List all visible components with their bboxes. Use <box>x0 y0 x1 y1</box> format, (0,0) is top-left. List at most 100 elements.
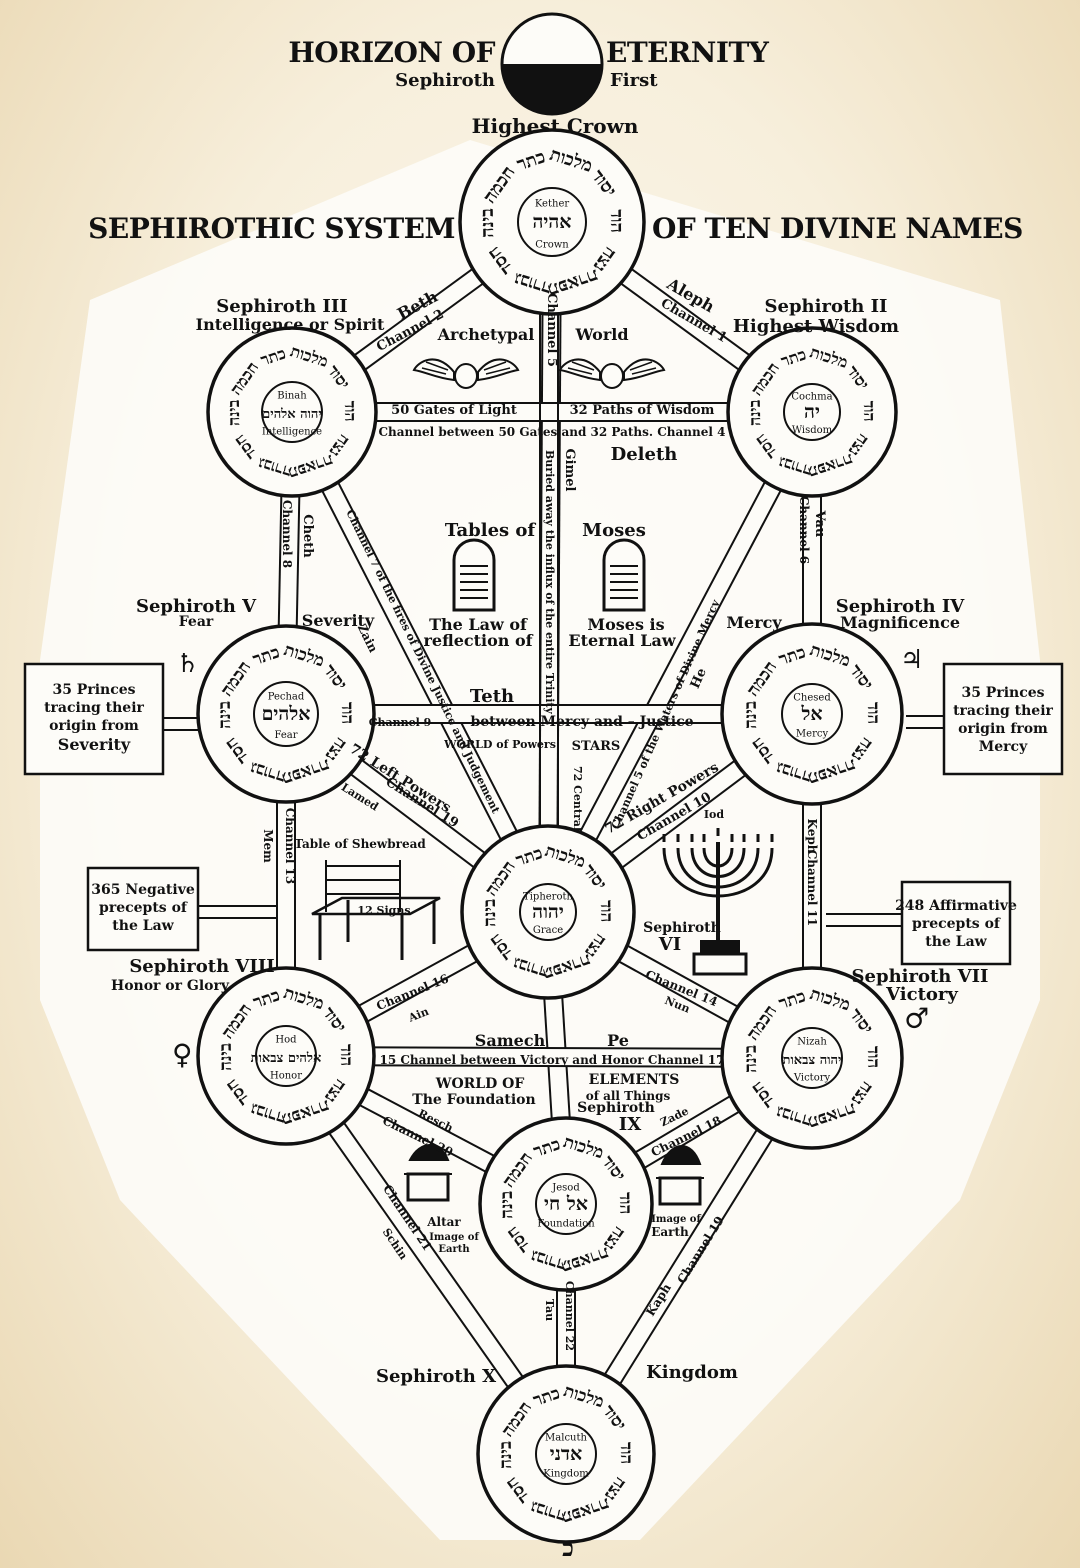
label-tables-of: Tables of <box>445 520 537 541</box>
sephira-divine-name: אל חי <box>544 1193 588 1215</box>
mars-sign-icon: ♂ <box>904 1002 929 1035</box>
label-channel-5-top: Channel 5 <box>544 293 559 367</box>
box-rb-line2: precepts of <box>912 916 1001 932</box>
box-rb-line3: the Law <box>925 934 987 950</box>
label-between-mercy: between Mercy and – Justice <box>470 714 693 730</box>
label-archetypal: Archetypal <box>437 325 535 344</box>
label-elements-b: of all Things <box>586 1089 671 1103</box>
sephira-name: Kether <box>535 199 569 210</box>
angel-right-icon <box>558 358 666 389</box>
label-gimel: Gimel <box>562 448 577 491</box>
label-severity: Severity <box>302 611 375 630</box>
label-kingdom: Kingdom <box>646 1362 738 1383</box>
sephira-nizah: מלכותיסודהודנצחתפארתגבורהחסדבינהחכמהכתרN… <box>720 966 904 1150</box>
box-lb-line2: precepts of <box>99 900 188 916</box>
ring-word: בינה <box>477 208 498 238</box>
label-sephiroth-vii: Sephiroth VII <box>852 966 989 987</box>
sephira-cochma: מלכותיסודהודנצחתפארתגבורהחסדבינהחכמהכתרC… <box>726 326 898 498</box>
label-sephiroth-vi-b: VI <box>658 934 681 955</box>
label-12-signs: 12 Signs <box>357 904 410 917</box>
label-channel-8: Channel 8 <box>280 500 294 568</box>
label-sephiroth-ix-b: IX <box>619 1114 641 1135</box>
sephira-divine-name: אדני <box>550 1443 583 1465</box>
label-image-of: Image of <box>651 1214 701 1225</box>
jupiter-sign-icon: ♃ <box>900 645 923 675</box>
side-box-right-bottom: 248 Affirmative precepts of the Law <box>826 880 1017 966</box>
label-fear: Fear <box>179 614 214 630</box>
sephira-meaning: Intelligence <box>262 427 322 438</box>
sephira-malcuth: מלכותיסודהודנצחתפארתגבורהחסדבינהחכמהכתרM… <box>476 1364 656 1544</box>
box-rb-line1: 248 Affirmative <box>895 898 1017 914</box>
sephira-name: Malcuth <box>545 1433 587 1444</box>
ring-word: בינה <box>745 399 764 426</box>
ring-word: הוד <box>863 702 883 725</box>
label-moses: Moses <box>582 520 646 541</box>
box-lt-line3: origin from <box>49 718 139 734</box>
label-world-of-powers: WORLD of Powers <box>443 738 556 751</box>
bottom-letter: כ <box>562 1533 574 1562</box>
label-channel-11: Channel 11 <box>805 850 819 927</box>
label-keph: Keph <box>805 819 819 854</box>
label-cheth: Cheth <box>300 514 315 558</box>
channel-binah-tipheroth <box>283 407 557 917</box>
side-box-left-top: 35 Princes tracing their origin from Sev… <box>23 662 200 776</box>
sephira-name: Cochma <box>791 391 832 402</box>
label-intelligence: Intelligence or Spirit <box>196 315 385 334</box>
box-lt-line4: Severity <box>58 735 131 754</box>
sephira-meaning: Wisdom <box>792 425 833 436</box>
label-mem: Mem <box>261 829 275 863</box>
ring-word: בינה <box>480 899 500 927</box>
venus-sign-icon: ♀ <box>172 1038 192 1071</box>
tablet-left-icon <box>452 538 496 612</box>
label-mercy: Mercy <box>726 613 782 632</box>
box-rt-line4: Mercy <box>979 739 1028 755</box>
label-buried: Buried away the influx of the entire Tri… <box>543 450 556 715</box>
channel-binah-cochma <box>292 402 812 422</box>
sephira-divine-name: יהוה צבאות <box>783 1053 842 1068</box>
title-system-left: SEPHIROTHIC SYSTEM <box>88 212 455 245</box>
label-highest-wisdom: Highest Wisdom <box>733 316 899 337</box>
label-magnificence: Magnificence <box>840 613 960 632</box>
ring-word: בינה <box>215 701 235 729</box>
ring-word: בינה <box>497 1191 517 1219</box>
sephira-name: Pechad <box>268 692 305 703</box>
ring-word: בינה <box>741 701 761 729</box>
label-altar: Altar <box>426 1215 461 1229</box>
ring-word: בינה <box>496 1441 516 1469</box>
box-lt-line2: tracing their <box>44 700 144 716</box>
label-altar-earth: Earth <box>438 1244 470 1255</box>
sephira-kether: מלכותיסודהודנצחתפארתגבורהחסדבינהחכמהכתרK… <box>458 128 646 316</box>
sephira-name: Chesed <box>793 693 831 704</box>
ring-word: הוד <box>615 1192 635 1215</box>
sephira-name: Binah <box>277 391 307 402</box>
label-world-of-foundation-a: WORLD OF <box>435 1076 525 1092</box>
sephira-meaning: Foundation <box>537 1219 595 1230</box>
label-channel-6: Channel 6 <box>797 496 811 564</box>
box-rt-line2: tracing their <box>953 703 1053 719</box>
box-rt-line1: 35 Princes <box>961 685 1044 701</box>
label-earth: Earth <box>651 1225 689 1239</box>
side-box-right-top: 35 Princes tracing their origin from Mer… <box>906 662 1064 776</box>
ring-word: בינה <box>216 1043 236 1071</box>
sephira-meaning: Fear <box>274 730 297 741</box>
channel-cochma-tipheroth <box>539 407 821 917</box>
ring-word: הוד <box>863 1046 883 1069</box>
title-horizon-right: ETERNITY <box>606 36 770 69</box>
label-sephiroth-x: Sephiroth X <box>376 1366 496 1387</box>
label-victory-honor: 15 Channel between Victory and Honor Cha… <box>379 1053 724 1067</box>
ring-word: הוד <box>606 209 627 233</box>
box-lt-line1: 35 Princes <box>52 682 135 698</box>
label-table-of-shewbread: Table of Shewbread <box>294 837 426 851</box>
angel-left-icon <box>412 358 520 389</box>
ring-word: הוד <box>336 1044 356 1067</box>
sephira-meaning: Crown <box>535 240 569 251</box>
sephira-meaning: Kingdom <box>543 1469 589 1480</box>
side-box-left-bottom: 365 Negative precepts of the Law <box>86 866 276 952</box>
sephira-hod: מלכותיסודהודנצחתפארתגבורהחסדבינהחכמהכתרH… <box>196 966 376 1146</box>
title-sephiroth: Sephiroth <box>395 70 495 91</box>
label-deleth: Deleth <box>611 444 678 465</box>
sephira-binah: מלכותיסודהודנצחתפארתגבורהחסדבינהחכמהכתרB… <box>206 326 378 498</box>
altar-icon <box>404 1144 452 1202</box>
label-sephiroth-iv: Sephiroth IV <box>836 596 966 617</box>
